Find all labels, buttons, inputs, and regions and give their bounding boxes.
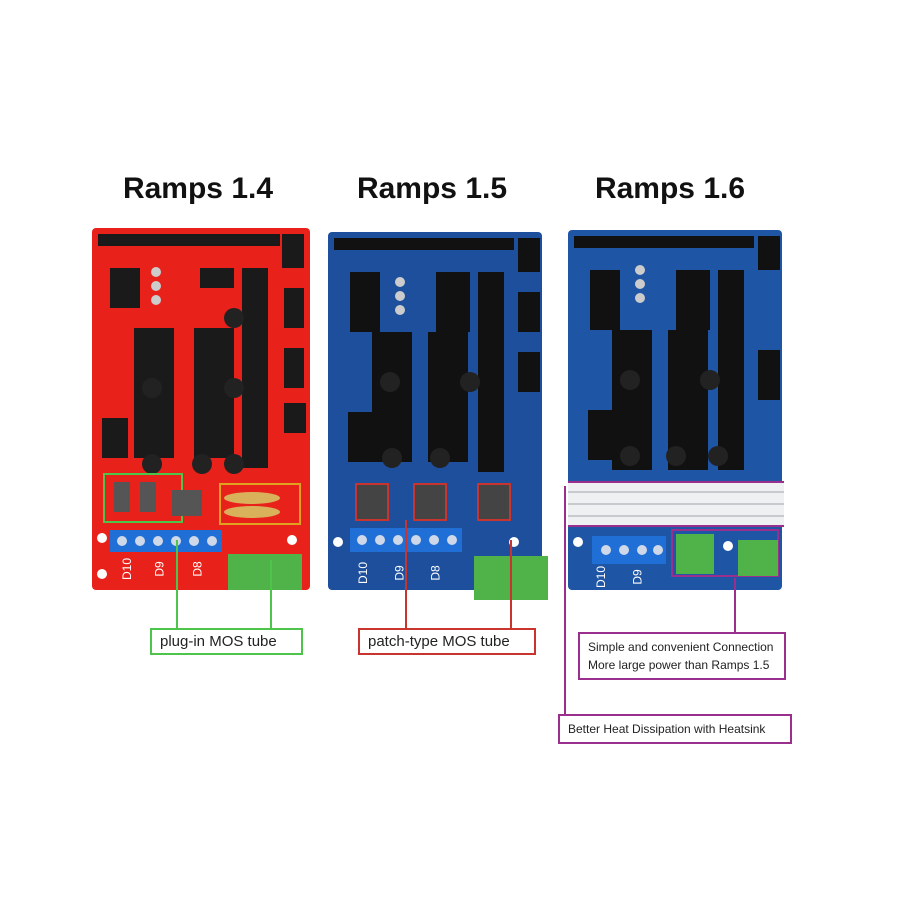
ramps14-blue-terminal: [110, 530, 222, 552]
plugin-mos-callout: plug-in MOS tube: [150, 628, 303, 655]
ramps16-pin-label-d10: D10: [594, 565, 609, 589]
ramps14-pin-label-d8: D8: [190, 561, 205, 577]
ramps14-fuse-highlight: [219, 483, 301, 525]
connection-callout-line2: More large power than Ramps 1.5: [588, 658, 770, 672]
ramps15-board: [328, 232, 548, 600]
ramps15-title: Ramps 1.5: [356, 172, 508, 205]
ramps16-pin-label-d9: D9: [630, 569, 645, 585]
plugin-mos-connector-2: [270, 560, 272, 630]
ramps14-aux-header: [282, 234, 304, 268]
heatsink-connector: [564, 486, 566, 714]
ramps14-pin-label-d9: D9: [152, 561, 167, 577]
connection-callout: Simple and convenient Connection More la…: [578, 632, 786, 680]
ramps14-title: Ramps 1.4: [122, 172, 274, 205]
connection-callout-line1: Simple and convenient Connection: [588, 640, 774, 654]
ramps15-pin-label-d10: D10: [356, 561, 371, 585]
patch-mos-connector-2: [510, 540, 512, 630]
plugin-mos-connector: [176, 540, 178, 630]
ramps16-title: Ramps 1.6: [594, 172, 746, 205]
ramps14-board: [92, 228, 310, 590]
ramps14-top-header: [98, 234, 280, 246]
patch-mos-callout: patch-type MOS tube: [358, 628, 536, 655]
ramps14-pin-label-d10: D10: [120, 557, 135, 581]
ramps15-pin-label-d8: D8: [428, 565, 443, 581]
connection-connector: [734, 578, 736, 634]
ramps16-board: [568, 230, 784, 592]
ramps14-green-terminal: [228, 554, 302, 590]
patch-mos-connector: [405, 520, 407, 630]
heatsink-callout: Better Heat Dissipation with Heatsink: [558, 714, 792, 744]
